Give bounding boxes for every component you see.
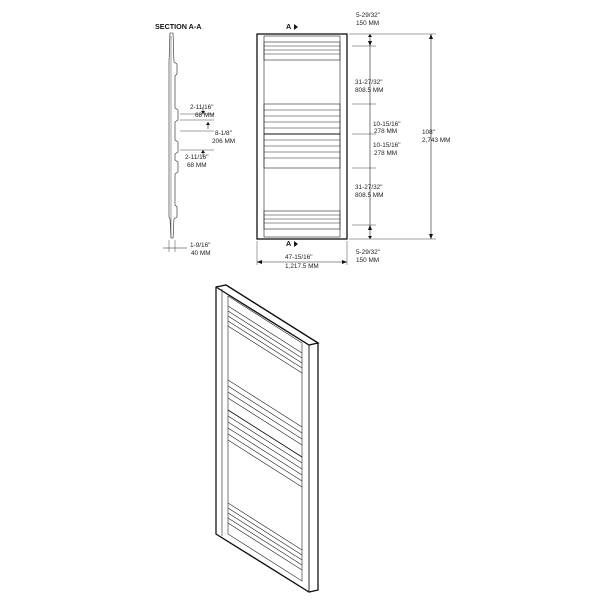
- section-profile: [168, 32, 179, 239]
- dim-upper-panel-in: 31-27/32": [355, 79, 383, 86]
- front-elevation-view: A A: [256, 12, 450, 270]
- louver-group-bottom: [263, 210, 341, 230]
- dim-height-in: 108": [422, 129, 435, 136]
- iso-louver: [227, 305, 303, 354]
- iso-front-face: [215, 284, 320, 346]
- section-arrowhead-2: [206, 122, 210, 125]
- section-top-rail-in: 2-11/16": [190, 104, 213, 111]
- iso-louver: [227, 310, 303, 359]
- dim-mid2-in: 10-15/16": [373, 142, 401, 149]
- cut-marker-top-arrow: [294, 24, 298, 30]
- chain-arrowhead: [368, 41, 372, 46]
- iso-louver-group-bottom: [227, 502, 303, 571]
- iso-louver: [227, 427, 303, 476]
- height-arrowhead-bottom: [429, 234, 433, 239]
- iso-louver-group-middle: [227, 379, 303, 488]
- dim-mid1-mm: 278 MM: [374, 128, 397, 135]
- iso-louver: [227, 325, 303, 374]
- iso-louver-group-top: [227, 305, 303, 374]
- iso-louver: [227, 397, 303, 446]
- isometric-view: [215, 284, 320, 593]
- section-depth-in: 1-9/16": [190, 242, 210, 249]
- section-arrowhead-3: [201, 150, 205, 153]
- cut-marker-top: A: [286, 22, 291, 31]
- dim-width-in: 47-15/16": [285, 254, 313, 261]
- height-arrowhead-top: [429, 34, 433, 39]
- section-mid-mm: 206 MM: [212, 138, 235, 145]
- iso-louver: [227, 512, 303, 561]
- section-depth-mm: 40 MM: [191, 250, 211, 257]
- cut-marker-bottom-arrow: [294, 241, 298, 247]
- chain-arrowhead: [368, 34, 372, 37]
- louver-block: [263, 210, 341, 230]
- iso-louver: [227, 502, 303, 551]
- dim-bottom-in: 5-29/32": [356, 249, 380, 256]
- dim-bottom-mm: 150 MM: [356, 257, 379, 264]
- iso-louver: [227, 320, 303, 369]
- dim-lower-panel-mm: 808.5 MM: [355, 192, 383, 199]
- dim-lower-panel-in: 31-27/32": [355, 184, 383, 191]
- width-arrowhead-right: [342, 260, 347, 264]
- section-bottom-rail-mm: 68 MM: [187, 162, 207, 169]
- iso-inner-frame: [227, 295, 303, 582]
- louver-group-middle: [263, 103, 341, 169]
- iso-louver: [227, 421, 303, 470]
- chain-arrowhead: [368, 236, 372, 239]
- iso-louver: [227, 385, 303, 434]
- width-arrowhead-left: [257, 260, 262, 264]
- iso-louver: [227, 439, 303, 488]
- section-arrowhead-1: [201, 111, 205, 114]
- dim-upper-panel-mm: 808.5 MM: [355, 87, 383, 94]
- cut-marker-bottom: A: [286, 239, 291, 248]
- iso-louver: [227, 315, 303, 364]
- section-bottom-rail-in: 2-11/16": [185, 154, 208, 161]
- section-title: SECTION A-A: [155, 22, 201, 31]
- iso-louver: [227, 433, 303, 482]
- iso-louver: [227, 415, 303, 464]
- dim-mid2-mm: 278 MM: [374, 150, 397, 157]
- iso-louver: [227, 507, 303, 556]
- dim-top-mm: 150 MM: [356, 20, 379, 27]
- section-top-rail-mm: 68 MM: [195, 112, 215, 119]
- iso-louver-divider: [227, 409, 303, 458]
- dim-top-in: 5-29/32": [356, 12, 380, 19]
- iso-louver: [227, 391, 303, 440]
- iso-louver: [227, 379, 303, 428]
- section-a-a-view: SECTION A-A 2-11/16" 68 MM 8-1/8" 206 MM…: [155, 22, 235, 257]
- louver-block: [263, 41, 341, 61]
- shutter-frame-inner: [263, 35, 341, 238]
- dim-width-mm: 1,217.5 MM: [285, 263, 319, 270]
- dim-mid1-in: 10-15/16": [373, 121, 401, 128]
- louver-group-top: [263, 41, 341, 61]
- iso-louver: [227, 522, 303, 571]
- chain-arrowhead: [368, 225, 372, 230]
- section-mid-in: 8-1/8": [215, 130, 232, 137]
- iso-louver: [227, 517, 303, 566]
- louver-block: [263, 103, 341, 169]
- dim-height-mm: 2,743 MM: [422, 137, 450, 144]
- shutter-frame-outer: [256, 33, 348, 240]
